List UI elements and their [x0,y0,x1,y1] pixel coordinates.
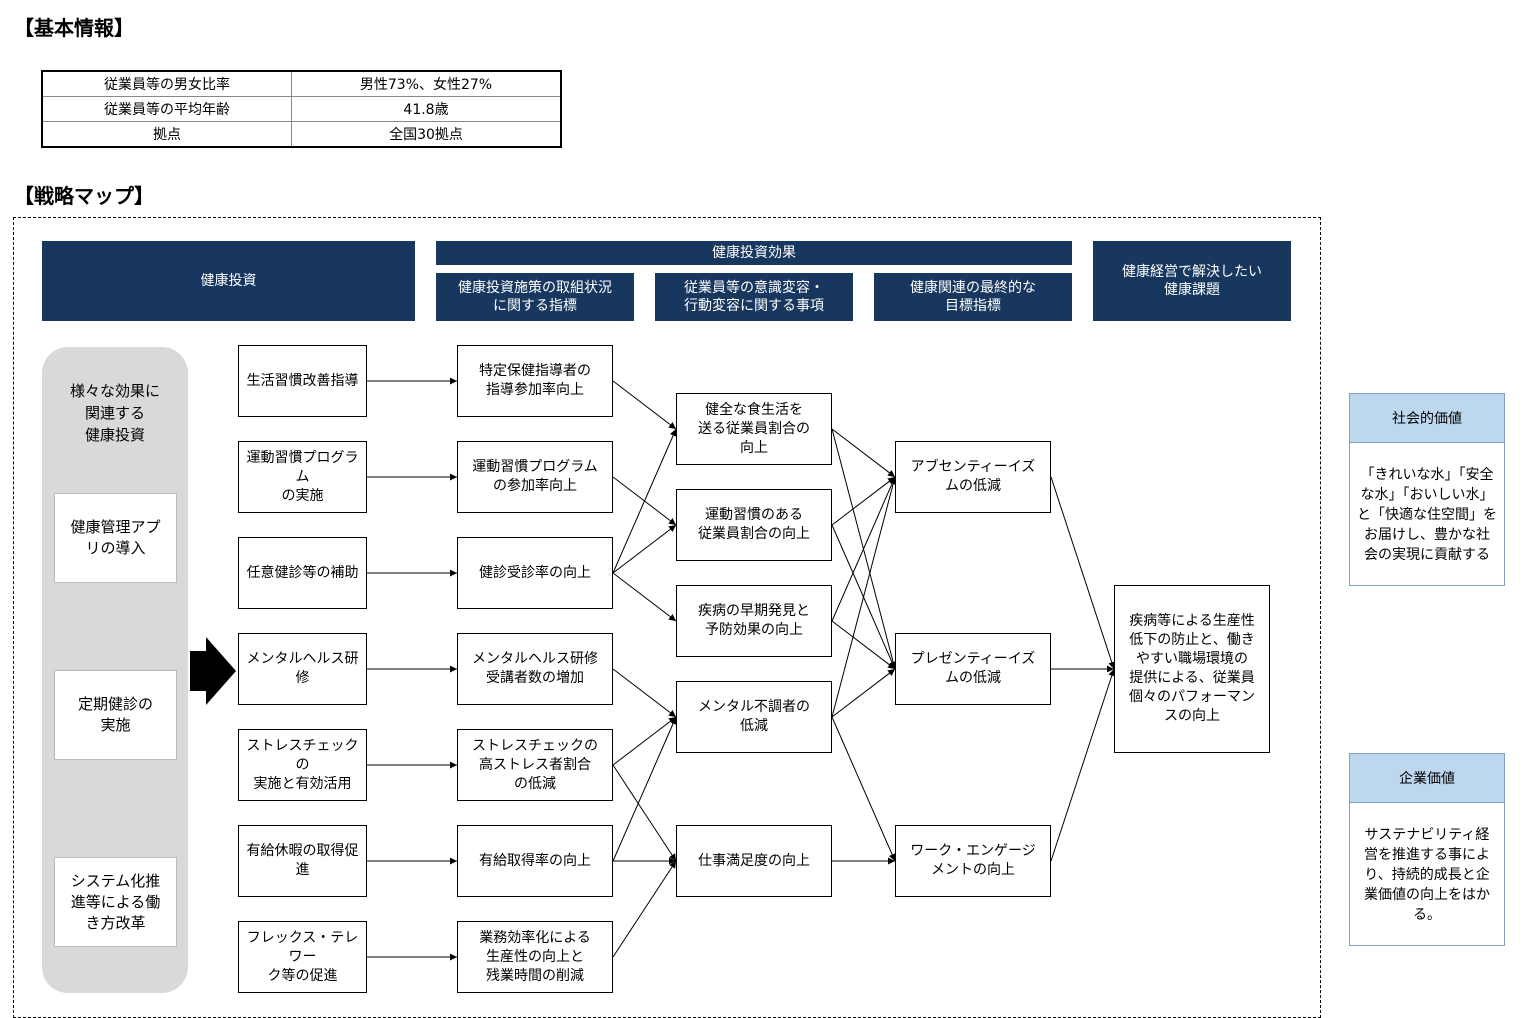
indicator-box: 健診受診率の向上 [457,537,613,609]
arrow-line [612,764,677,862]
behavior-box: メンタル不調者の 低減 [676,681,832,753]
arrow-line [612,668,677,718]
table-cell-value: 全国30拠点 [291,121,562,148]
arrow-line [612,380,677,430]
basic-info-heading: 【基本情報】 [14,16,134,40]
indicator-box: メンタルヘルス研修 受講者数の増加 [457,633,613,705]
social-value-title: 社会的価値 [1350,394,1504,443]
arrow-line [831,620,896,670]
arrow-line [612,524,677,574]
behavior-box: 仕事満足度の向上 [676,825,832,897]
table-cell-label: 拠点 [41,121,292,148]
corporate-value-box: 企業価値 サステナビリティ経 営を推進する事によ り、持続的成長と企 業価値の向… [1349,753,1505,946]
header-effect-sub3: 健康関連の最終的な 目標指標 [874,273,1072,321]
header-effect-sub1: 健康投資施策の取組状況 に関する指標 [436,273,634,321]
investment-box: 任意健診等の補助 [238,537,367,609]
arrow-line [1050,476,1116,670]
arrow-line [612,860,677,958]
foundation-item: 定期健診の 実施 [54,670,177,760]
issue-box: 疾病等による生産性 低下の防止と、働き やすい職場環境の 提供による、従業員 個… [1114,585,1270,753]
header-effect-sub2: 従業員等の意識変容・ 行動変容に関する事項 [655,273,853,321]
header-effect: 健康投資効果 [436,241,1072,265]
arrow-line [831,716,896,862]
table-row: 従業員等の平均年齢 41.8歳 [41,96,562,122]
behavior-box: 疾病の早期発見と 予防効果の向上 [676,585,832,657]
arrow-line [831,476,896,526]
investment-box: メンタルヘルス研修 [238,633,367,705]
corporate-value-body: サステナビリティ経 営を推進する事によ り、持続的成長と企 業価値の向上をはか … [1364,826,1490,923]
investment-box: 運動習慣プログラム の実施 [238,441,367,513]
investment-box: 生活習慣改善指導 [238,345,367,417]
arrow-line [612,428,677,574]
corporate-value-title: 企業価値 [1350,754,1504,803]
basic-info-table: 従業員等の男女比率 男性73%、女性27% 従業員等の平均年齢 41.8歳 拠点… [41,70,562,148]
arrow-line [831,476,896,622]
indicator-box: 特定保健指導者の 指導参加率向上 [457,345,613,417]
arrow-line [612,716,677,862]
indicator-box: 業務効率化による 生産性の向上と 残業時間の削減 [457,921,613,993]
arrow-line [831,668,896,718]
goal-box: ワーク・エンゲージ メントの向上 [895,825,1051,897]
header-issues: 健康経営で解決したい 健康課題 [1093,241,1291,321]
arrow-line [831,428,896,478]
behavior-box: 運動習慣のある 従業員割合の向上 [676,489,832,561]
goal-box: アブセンティーイズ ムの低減 [895,441,1051,513]
foundation-item: システム化推 進等による働 き方改革 [54,857,177,947]
table-row: 拠点 全国30拠点 [41,121,562,148]
social-value-box: 社会的価値 「きれいな水」「安全 な水」「おいしい水」 と「快適な住空間」を お… [1349,393,1505,586]
investment-box: フレックス・テレワー ク等の促進 [238,921,367,993]
investment-box: ストレスチェックの 実施と有効活用 [238,729,367,801]
investment-box: 有給休暇の取得促 進 [238,825,367,897]
foundation-title: 様々な効果に 関連する 健康投資 [69,382,160,444]
big-arrow-icon [190,637,236,705]
foundation-item: 健康管理アプ リの導入 [54,493,177,583]
table-cell-label: 従業員等の平均年齢 [41,96,292,122]
arrow-line [612,716,677,766]
behavior-box: 健全な食生活を 送る従業員割合の 向上 [676,393,832,465]
social-value-body: 「きれいな水」「安全 な水」「おいしい水」 と「快適な住空間」を お届けし、豊か… [1357,466,1497,563]
strategy-map-heading: 【戦略マップ】 [14,184,154,208]
arrow-line [831,476,897,718]
indicator-box: ストレスチェックの 高ストレス者割合 の低減 [457,729,613,801]
header-investment: 健康投資 [42,241,415,321]
indicator-box: 有給取得率の向上 [457,825,613,897]
arrow-line [1050,668,1116,862]
arrow-line [612,572,677,622]
goal-box: プレゼンティーイズ ムの低減 [895,633,1051,705]
table-cell-value: 41.8歳 [291,96,562,122]
indicator-box: 運動習慣プログラム の参加率向上 [457,441,613,513]
